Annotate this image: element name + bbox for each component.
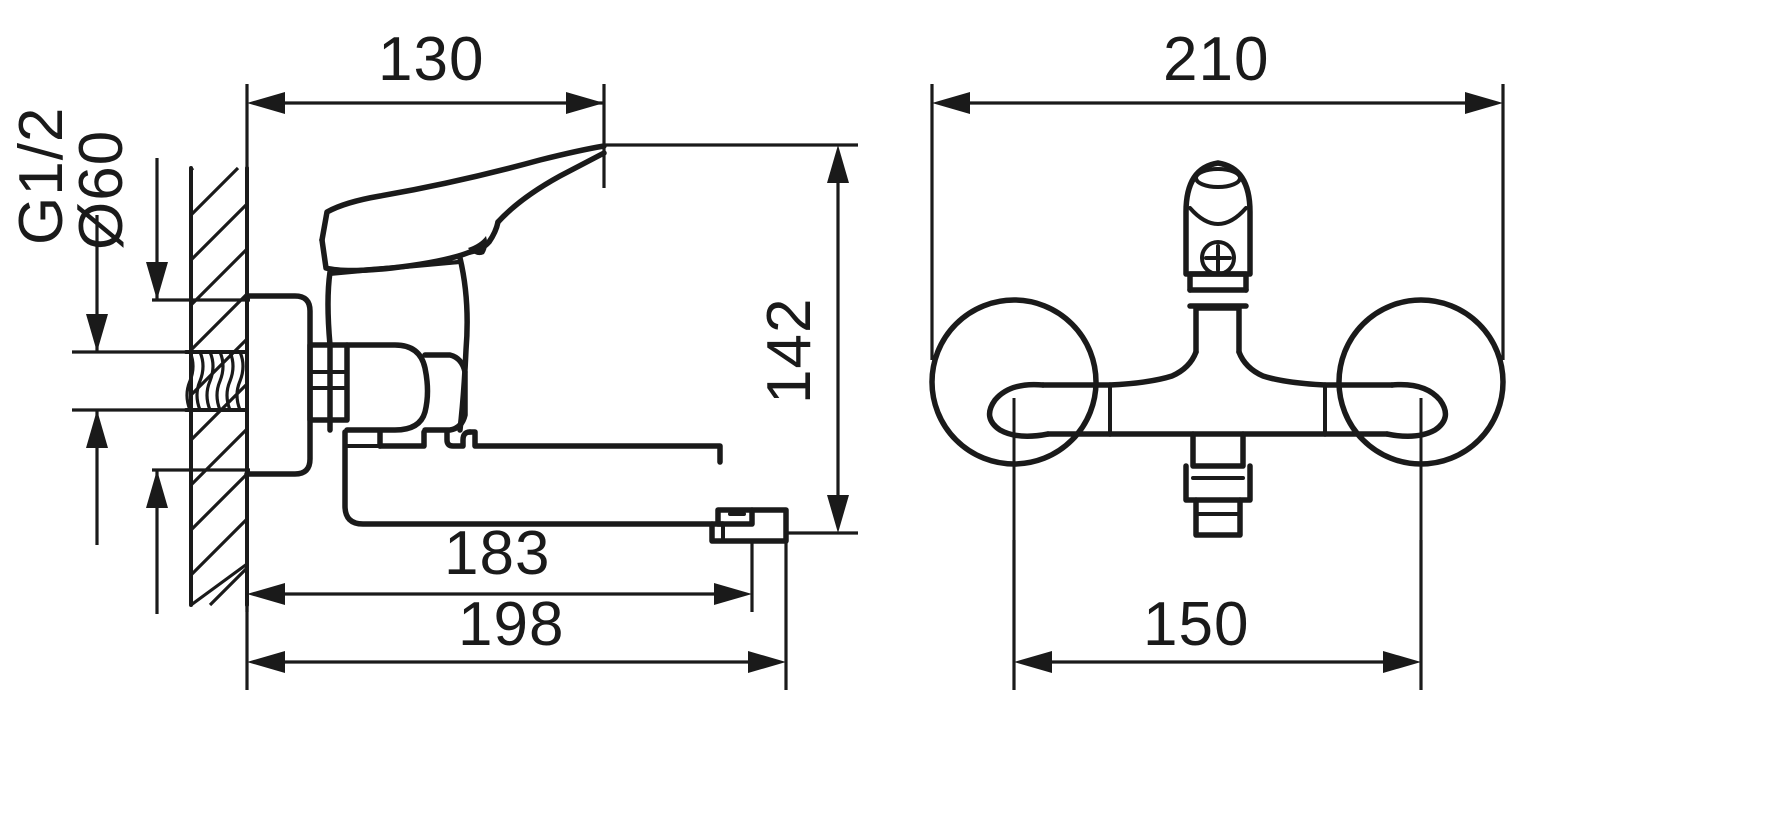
screw-cap-icon <box>1200 240 1236 276</box>
dim-g12: G1/2 <box>7 107 186 545</box>
dim-183: 183 <box>245 474 754 612</box>
dim-130: 130 <box>245 25 606 310</box>
dim-142: 142 <box>604 143 858 535</box>
dim-150-label: 150 <box>1143 590 1249 659</box>
dim-d60-label: Ø60 <box>67 130 136 250</box>
dim-142-label: 142 <box>755 298 824 404</box>
dim-198: 198 <box>245 541 788 690</box>
dim-130-label: 130 <box>378 25 484 94</box>
dim-210-label: 210 <box>1163 25 1269 94</box>
dim-183-label: 183 <box>444 519 550 588</box>
handle-cap-front <box>1183 160 1253 277</box>
dim-150: 150 <box>1012 540 1423 690</box>
dim-210: 210 <box>930 25 1505 360</box>
inlet-elbow-left <box>986 381 1051 439</box>
wall-escutcheon-side <box>244 293 313 477</box>
dim-198-label: 198 <box>458 590 564 659</box>
dim-g12-label: G1/2 <box>7 107 76 245</box>
inlet-elbow-right <box>1384 381 1449 439</box>
side-view-group: 130 142 G1/2 <box>7 25 858 690</box>
aerator-outlet-side <box>709 507 789 544</box>
valve-body-side <box>344 342 468 433</box>
inlet-thread-nipple <box>184 350 248 412</box>
dim-d60: Ø60 <box>67 130 250 614</box>
lever-handle-side <box>319 143 607 276</box>
spout-arm-side <box>342 429 726 527</box>
body-bar-front <box>1107 349 1328 437</box>
front-view-group: 210 150 <box>929 25 1506 690</box>
cartridge-collar-front <box>1187 271 1249 355</box>
spout-connector-front <box>1183 431 1253 538</box>
